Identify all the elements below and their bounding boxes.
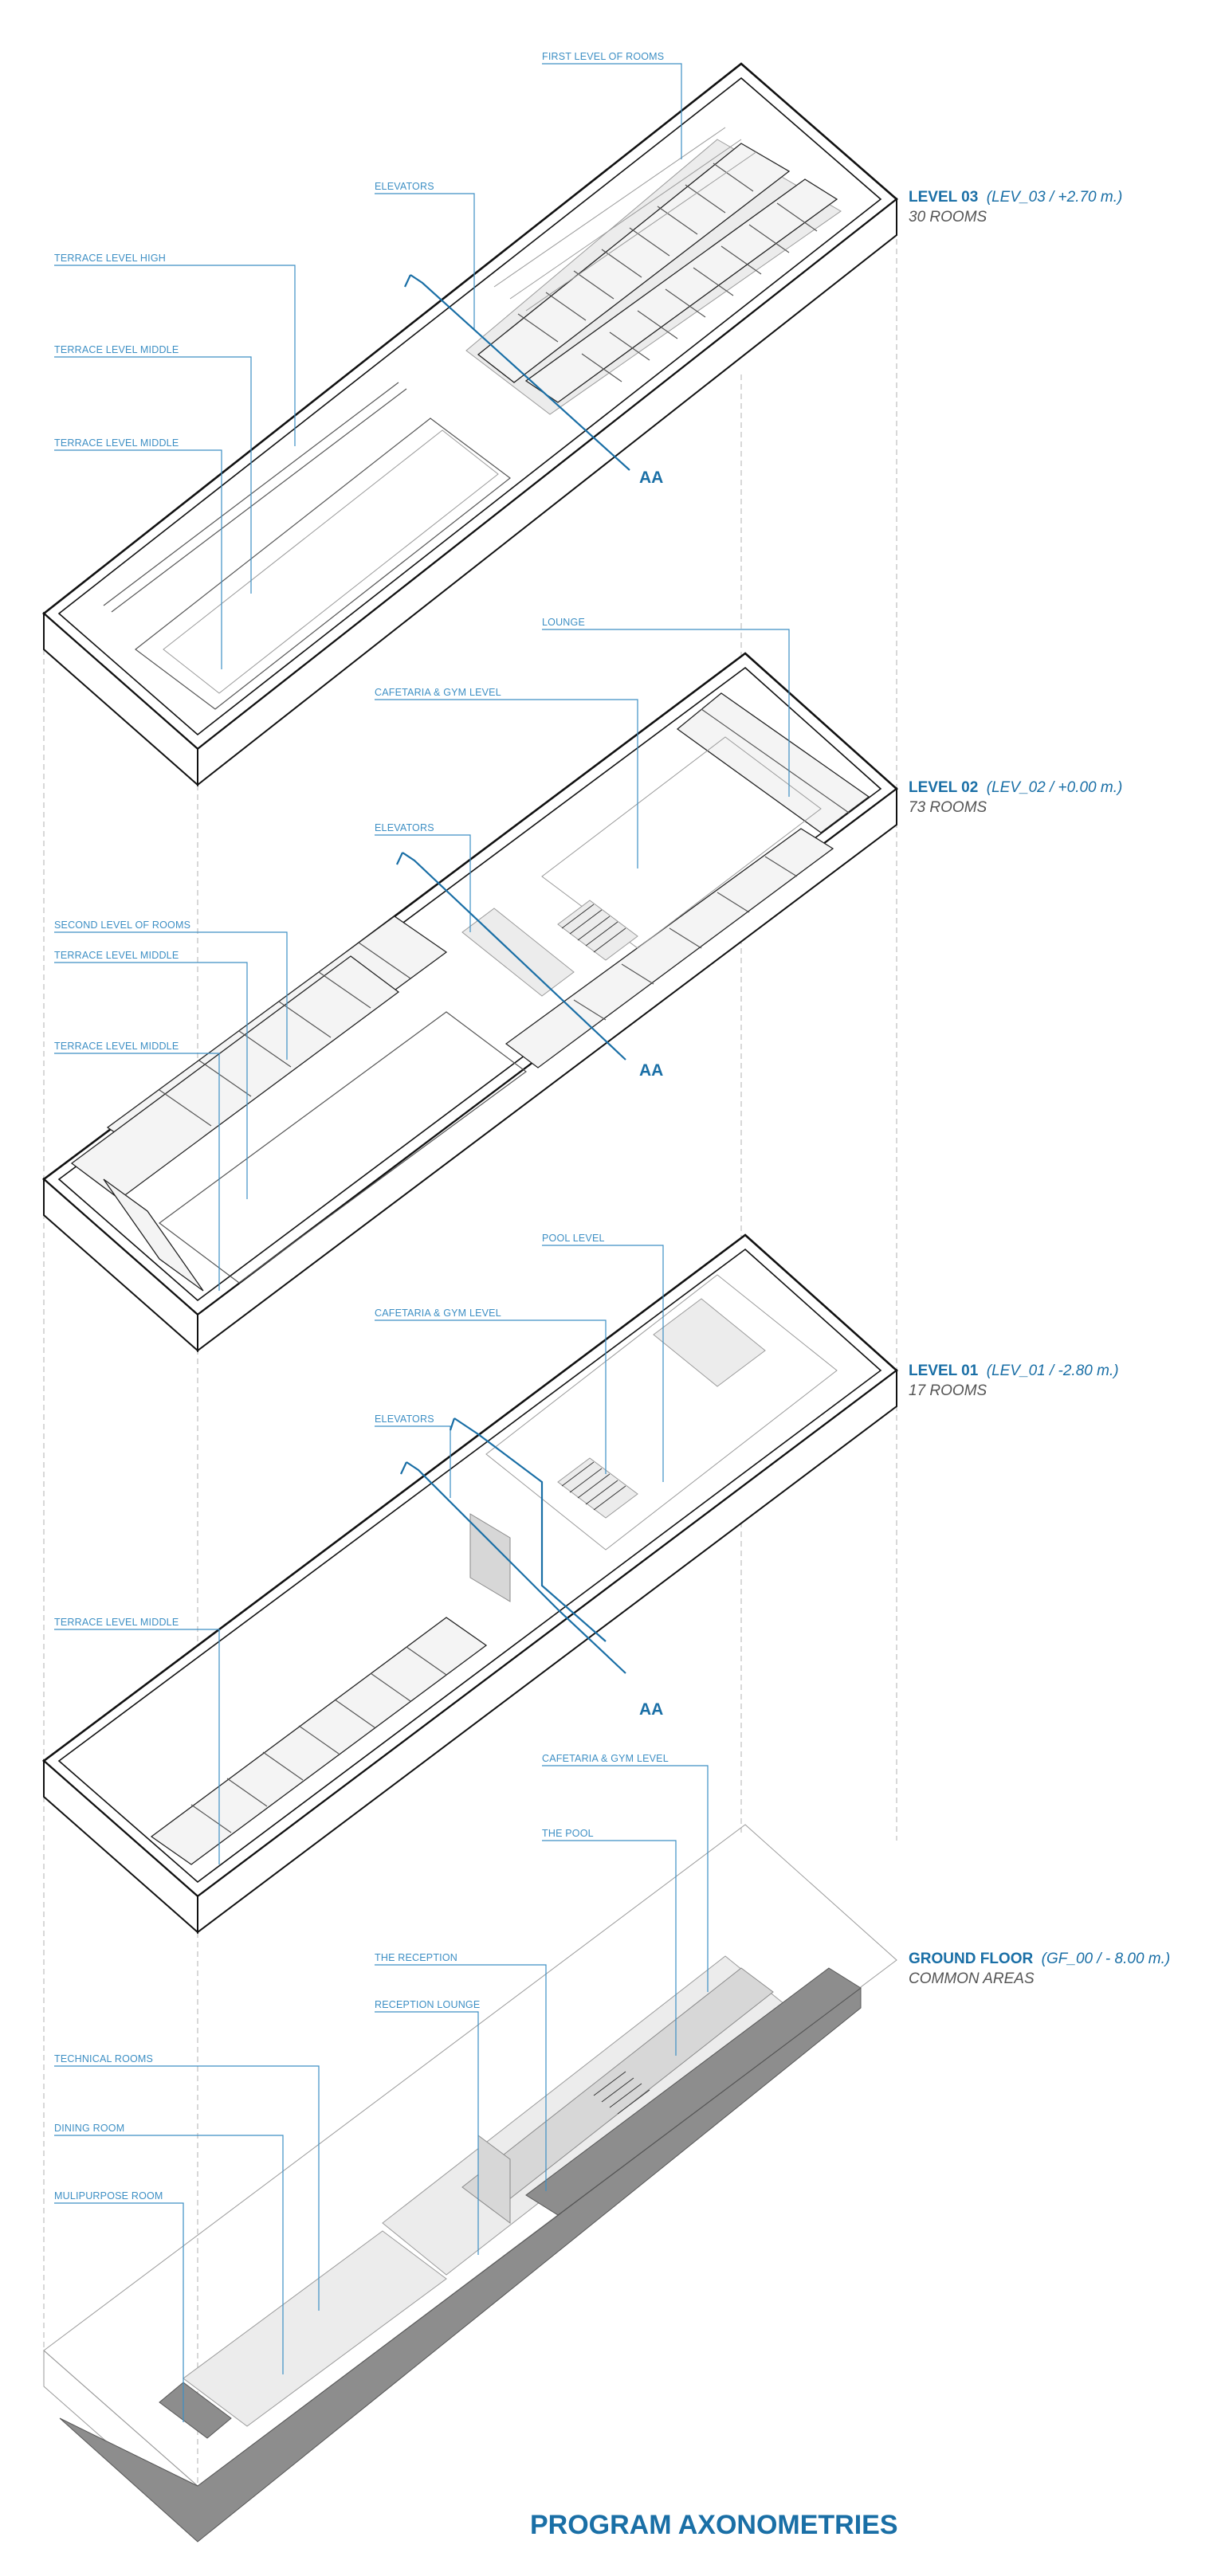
label-l3-elevators: ELEVATORS [375,181,434,192]
program-labels: FIRST LEVEL OF ROOMS ELEVATORS TERRACE L… [54,51,669,2202]
level-03-code: (LEV_03 / +2.70 m.) [987,189,1123,206]
ground-floor-name: GROUND FLOOR [909,1951,1033,1967]
label-gf-dining-room: DINING ROOM [54,2123,124,2134]
label-l2-cafetaria-gym: CAFETARIA & GYM LEVEL [375,687,501,698]
level-01-code: (LEV_01 / -2.80 m.) [987,1362,1119,1379]
label-l1-terrace-middle: TERRACE LEVEL MIDDLE [54,1617,179,1628]
level-02-stair [561,904,626,953]
label-l1-pool-level: POOL LEVEL [542,1233,605,1244]
label-l3-terrace-middle-2: TERRACE LEVEL MIDDLE [54,437,179,449]
level-01-heading: LEVEL 01 (LEV_01 / -2.80 m.) [909,1362,1119,1379]
label-gf-cafetaria-gym: CAFETARIA & GYM LEVEL [542,1753,669,1764]
level-01-name: LEVEL 01 [909,1362,979,1379]
label-l2-terrace-middle-2: TERRACE LEVEL MIDDLE [54,1041,179,1052]
label-gf-reception-lounge: RECEPTION LOUNGE [375,1999,480,2010]
label-gf-technical-rooms: TECHNICAL ROOMS [54,2053,153,2064]
level-01-rooms-count: 17 ROOMS [909,1382,987,1399]
ground-floor-stair [593,2071,650,2115]
ground-floor-areas: COMMON AREAS [909,1970,1035,1987]
section-marker-aa-l3: AA [639,469,663,487]
label-l1-cafetaria-gym: CAFETARIA & GYM LEVEL [375,1308,501,1319]
label-gf-pool: THE POOL [542,1828,594,1839]
ground-floor-code: (GF_00 / - 8.00 m.) [1042,1951,1171,1967]
level-02-name: LEVEL 02 [909,779,978,796]
section-markers: AA AA AA [639,469,663,1719]
label-l3-first-level-rooms: FIRST LEVEL OF ROOMS [542,51,664,62]
level-02-rooms-count: 73 ROOMS [909,799,987,816]
level-headings: LEVEL 03 (LEV_03 / +2.70 m.) 30 ROOMS LE… [909,189,1170,1987]
label-l2-second-level-rooms: SECOND LEVEL OF ROOMS [54,919,190,931]
label-gf-reception: THE RECEPTION [375,1952,457,1963]
section-marker-aa-l1: AA [639,1700,663,1719]
leader-lines [54,63,790,2422]
section-cut-lines [396,274,630,1674]
label-l2-terrace-middle-1: TERRACE LEVEL MIDDLE [54,950,179,961]
label-l2-lounge: LOUNGE [542,617,585,628]
level-01-stair [561,1461,626,1511]
ground-floor-volume [43,1824,897,2543]
label-l3-terrace-middle-1: TERRACE LEVEL MIDDLE [54,344,179,355]
level-03-name: LEVEL 03 [909,189,978,206]
section-marker-aa-l2: AA [639,1061,663,1080]
label-gf-multipurpose-room: MULIPURPOSE ROOM [54,2190,163,2202]
level-01-slab [41,1233,899,1935]
level-02-slab [41,652,899,1353]
label-l3-terrace-high: TERRACE LEVEL HIGH [54,253,166,264]
label-l2-elevators: ELEVATORS [375,822,434,833]
level-03-slab [41,62,899,787]
level-03-heading: LEVEL 03 (LEV_03 / +2.70 m.) [909,189,1122,206]
level-03-rooms [477,143,838,403]
page-title: PROGRAM AXONOMETRIES [530,2510,898,2540]
label-l1-elevators: ELEVATORS [375,1413,434,1425]
level-02-code: (LEV_02 / +0.00 m.) [987,779,1123,796]
level-03-rooms-count: 30 ROOMS [909,209,987,225]
level-02-heading: LEVEL 02 (LEV_02 / +0.00 m.) [909,779,1122,796]
ground-floor-heading: GROUND FLOOR (GF_00 / - 8.00 m.) [909,1951,1170,1967]
